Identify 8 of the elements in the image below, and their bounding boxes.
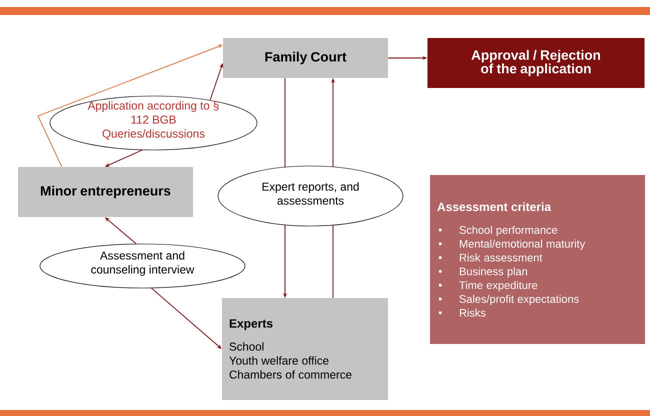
process-box: Minor entrepreneurs xyxy=(18,167,193,217)
ellipse-label: Application according to § 112 BGB Queries/discussions xyxy=(50,96,258,150)
process-box: Experts School Youth welfare office Chambers of commerce xyxy=(222,298,388,400)
ellipse-label: Expert reports, and assessments xyxy=(218,166,404,226)
result-box: Approval / Rejection of the application xyxy=(428,38,644,88)
process-box: Family Court xyxy=(223,38,388,78)
ellipse-label: Assessment and counseling interview xyxy=(40,244,246,288)
criteria-panel: Assessment criteria School performance Mental/emotional maturity Risk assessment Business plan Time expediture Sales/profit expectations Risks xyxy=(430,175,645,344)
